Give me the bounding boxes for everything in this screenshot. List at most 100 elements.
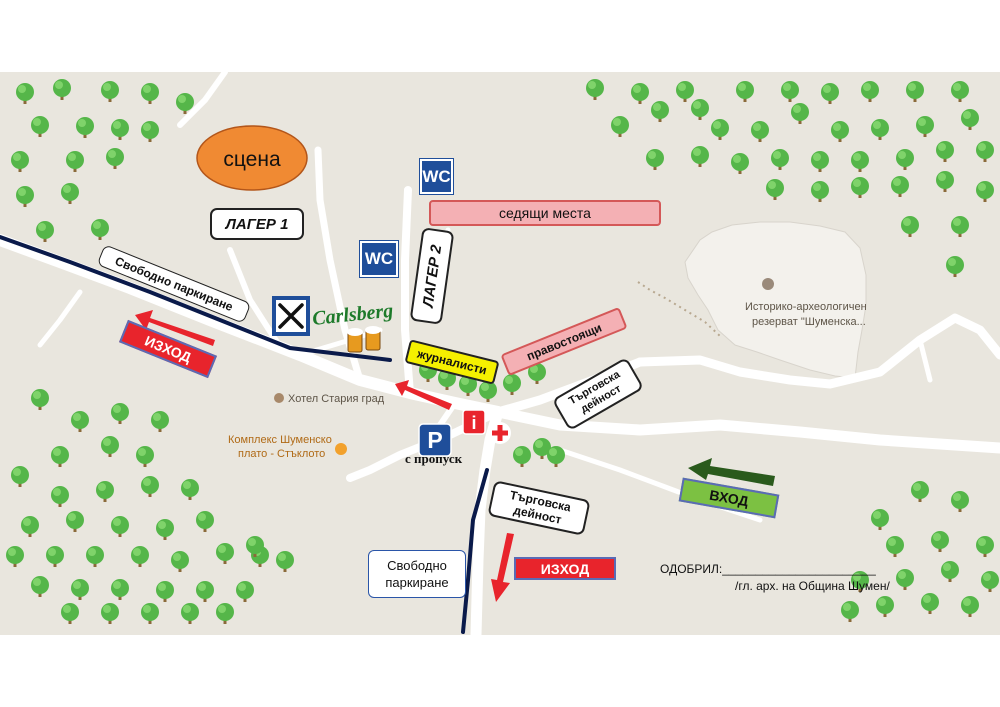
- tree-icon: [216, 603, 234, 624]
- tree-icon: [931, 531, 949, 552]
- tree-icon: [821, 83, 839, 104]
- hotel-label: Хотел Стария град: [288, 393, 385, 405]
- tree-icon: [831, 121, 849, 142]
- approval-role: /гл. арх. на Община Шумен/: [735, 579, 890, 593]
- tree-icon: [101, 436, 119, 457]
- tree-icon: [891, 176, 909, 197]
- stage-label: сцена: [223, 148, 281, 171]
- tree-icon: [141, 121, 159, 142]
- tree-icon: [31, 576, 49, 597]
- tree-icon: [71, 579, 89, 600]
- tree-icon: [896, 149, 914, 170]
- tree-icon: [46, 546, 64, 567]
- reserve-area: [684, 221, 867, 379]
- tree-icon: [156, 581, 174, 602]
- tree-icon: [981, 571, 999, 592]
- tree-icon: [71, 411, 89, 432]
- approval-line: ОДОБРИЛ:_______________________: [660, 560, 876, 578]
- tree-icon: [196, 581, 214, 602]
- parking-permit-label: с пропуск: [405, 451, 463, 466]
- tree-icon: [851, 177, 869, 198]
- free-parking-line1: Свободно: [387, 558, 447, 573]
- tree-icon: [141, 476, 159, 497]
- parking-sign: P с пропуск: [405, 423, 463, 466]
- tree-icon: [886, 536, 904, 557]
- tree-icon: [676, 81, 694, 102]
- complex-label-line1: Комплекс Шуменско: [228, 434, 332, 446]
- tree-icon: [781, 81, 799, 102]
- tree-icon: [36, 221, 54, 242]
- tree-icon: [533, 438, 551, 459]
- tree-icon: [528, 363, 546, 384]
- tree-icon: [246, 536, 264, 557]
- tree-icon: [276, 551, 294, 572]
- tree-icon: [96, 481, 114, 502]
- tree-icon: [61, 603, 79, 624]
- tree-icon: [141, 83, 159, 104]
- tree-icon: [586, 79, 604, 100]
- tree-icon: [611, 116, 629, 137]
- seating-area-label: седящи места: [429, 200, 661, 226]
- tree-icon: [731, 153, 749, 174]
- tree-icon: [691, 146, 709, 167]
- tree-icon: [171, 551, 189, 572]
- tree-icon: [871, 119, 889, 140]
- tree-icon: [86, 546, 104, 567]
- tree-icon: [961, 109, 979, 130]
- tree-icon: [691, 99, 709, 120]
- tree-icon: [53, 79, 71, 100]
- info-icon: i: [471, 413, 476, 433]
- tree-icon: [151, 411, 169, 432]
- tree-icon: [946, 256, 964, 277]
- wc-icon: WC: [419, 158, 454, 195]
- tree-icon: [951, 216, 969, 237]
- tree-icon: [91, 219, 109, 240]
- tree-icon: [11, 466, 29, 487]
- tree-icon: [111, 403, 129, 424]
- wc-icon: WC: [359, 240, 399, 278]
- first-aid-icon: [489, 422, 511, 444]
- tree-icon: [976, 141, 994, 162]
- tree-icon: [871, 509, 889, 530]
- hotel-poi: Хотел Стария град: [274, 393, 385, 405]
- arrow-icon: [135, 310, 514, 602]
- trees: [6, 79, 999, 624]
- restaurant-icon: [278, 303, 304, 329]
- tree-icon: [66, 511, 84, 532]
- tree-icon: [911, 481, 929, 502]
- beer-mugs-icon: [347, 326, 381, 353]
- tree-icon: [11, 151, 29, 172]
- tree-icon: [136, 446, 154, 467]
- tree-icon: [236, 581, 254, 602]
- tree-icon: [766, 179, 784, 200]
- tree-icon: [181, 603, 199, 624]
- cafe-icon: [335, 443, 347, 455]
- tree-icon: [901, 216, 919, 237]
- tree-icon: [751, 121, 769, 142]
- tree-icon: [961, 596, 979, 617]
- tree-icon: [876, 596, 894, 617]
- tree-icon: [131, 546, 149, 567]
- tree-icon: [906, 81, 924, 102]
- tree-icon: [111, 516, 129, 537]
- tree-icon: [61, 183, 79, 204]
- tree-icon: [51, 446, 69, 467]
- complex-poi: Комплекс Шуменско плато - Стъклото: [228, 434, 347, 460]
- tree-icon: [31, 116, 49, 137]
- tree-icon: [631, 83, 649, 104]
- tree-icon: [31, 389, 49, 410]
- stage: сцена: [196, 125, 308, 191]
- tree-icon: [513, 446, 531, 467]
- tree-icon: [736, 81, 754, 102]
- tree-icon: [976, 181, 994, 202]
- tree-icon: [896, 569, 914, 590]
- tree-icon: [181, 479, 199, 500]
- tree-icon: [811, 181, 829, 202]
- tree-icon: [771, 149, 789, 170]
- restaurant-sign: [272, 296, 310, 336]
- tree-icon: [111, 579, 129, 600]
- tree-icon: [141, 603, 159, 624]
- tree-icon: [21, 516, 39, 537]
- tree-icon: [156, 519, 174, 540]
- approval-label: ОДОБРИЛ:: [660, 562, 723, 576]
